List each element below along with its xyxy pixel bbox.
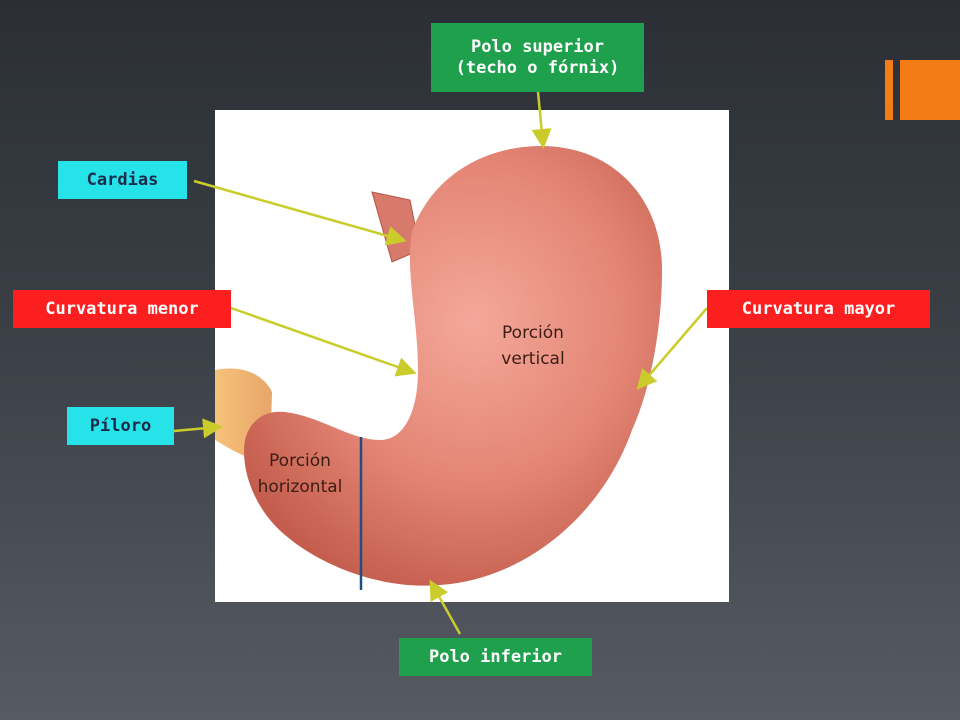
arrow-cardias — [193, 179, 407, 246]
arrow-piloro — [173, 418, 223, 439]
arrow-polo-superior — [531, 91, 552, 149]
stomach-body — [244, 145, 662, 586]
accent-bar-block — [900, 60, 960, 120]
polo-superior-label: Polo superior (techo o fórnix) — [431, 23, 644, 92]
curvatura-menor-label: Curvatura menor — [13, 290, 231, 328]
porcion-horizontal-label: Porción horizontal — [257, 451, 343, 497]
piloro-label: Píloro — [67, 407, 174, 445]
porcion-vertical-label: Porción vertical — [501, 323, 565, 369]
arrow-polo-inferior — [429, 579, 462, 635]
arrow-curvatura-mayor — [636, 307, 708, 390]
curvatura-mayor-label: Curvatura mayor — [707, 290, 930, 328]
accent-bar-thin — [885, 60, 893, 120]
cardias-label: Cardias — [58, 161, 187, 199]
polo-inferior-label: Polo inferior — [399, 638, 592, 676]
arrow-curvatura-menor — [230, 306, 417, 377]
